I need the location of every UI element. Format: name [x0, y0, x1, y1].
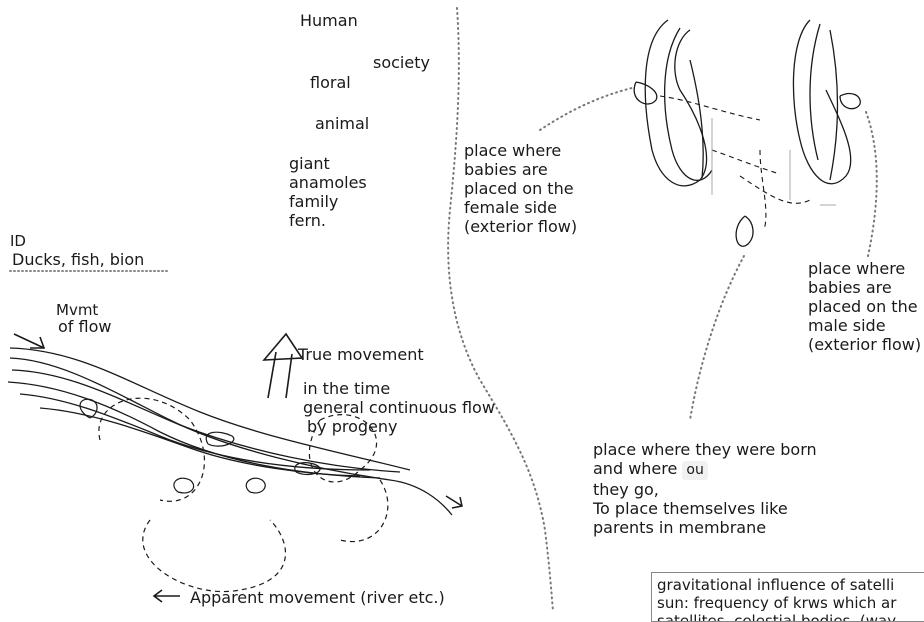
left-arrow	[154, 590, 180, 602]
ou-chip: ou	[682, 461, 707, 480]
membrane-faint-lines	[712, 118, 836, 205]
note-line: gravitational influence of satelli	[657, 576, 924, 594]
male-side-line: male side	[808, 316, 921, 335]
mvmt-arrow	[14, 334, 44, 348]
membrane-sketch	[634, 20, 860, 246]
label-animal: animal	[315, 114, 369, 133]
note-line: sun: frequency of krws which ar	[657, 594, 924, 612]
born-annotation: place where they were born and where ou …	[593, 440, 817, 537]
giant-line: family	[289, 192, 367, 211]
born-line: they go,	[593, 480, 817, 499]
female-side-line: female side	[464, 198, 577, 217]
mvmt-sub-label: of flow	[58, 317, 111, 336]
female-side-line: (exterior flow)	[464, 217, 577, 236]
female-side-annotation: place where babies are placed on the fem…	[464, 141, 577, 236]
female-side-line: place where	[464, 141, 577, 160]
up-arrow	[264, 334, 302, 398]
true-movement-line: general continuous flow	[303, 398, 495, 417]
true-movement-desc: in the time general continuous flow by p…	[303, 379, 495, 436]
male-side-line: (exterior flow)	[808, 335, 921, 354]
right-arrow	[446, 496, 462, 508]
female-side-line: placed on the	[464, 179, 577, 198]
born-line: parents in membrane	[593, 518, 817, 537]
dotted-divider	[448, 8, 553, 611]
label-human: Human	[300, 11, 358, 30]
born-line: place where they were born	[593, 440, 817, 459]
male-side-line: place where	[808, 259, 921, 278]
flow-droplets	[80, 399, 320, 493]
male-side-line: babies are	[808, 278, 921, 297]
label-society: society	[373, 53, 430, 72]
born-line-2-prefix: and where	[593, 459, 677, 478]
id-examples: Ducks, fish, bion	[12, 250, 144, 269]
leader-lines	[540, 88, 877, 420]
note-line: satellites, celestial bodies, (way	[657, 612, 924, 622]
id-title: ID	[10, 232, 26, 251]
label-giant-group: giant anamoles family fern.	[289, 154, 367, 230]
apparent-movement-label: Apparent movement (river etc.)	[190, 588, 445, 607]
gravitational-note-box: gravitational influence of satelli sun: …	[651, 572, 924, 622]
true-movement-line: in the time	[303, 379, 495, 398]
true-movement-line: by progeny	[303, 417, 495, 436]
female-side-line: babies are	[464, 160, 577, 179]
membrane-dashes	[660, 96, 810, 230]
born-line-2: and where ou	[593, 459, 817, 480]
giant-line: giant	[289, 154, 367, 173]
male-side-line: placed on the	[808, 297, 921, 316]
born-line: To place themselves like	[593, 499, 817, 518]
true-movement-label: True movement	[298, 345, 424, 364]
male-side-annotation: place where babies are placed on the mal…	[808, 259, 921, 354]
label-floral: floral	[310, 73, 351, 92]
giant-line: anamoles	[289, 173, 367, 192]
giant-line: fern.	[289, 211, 367, 230]
